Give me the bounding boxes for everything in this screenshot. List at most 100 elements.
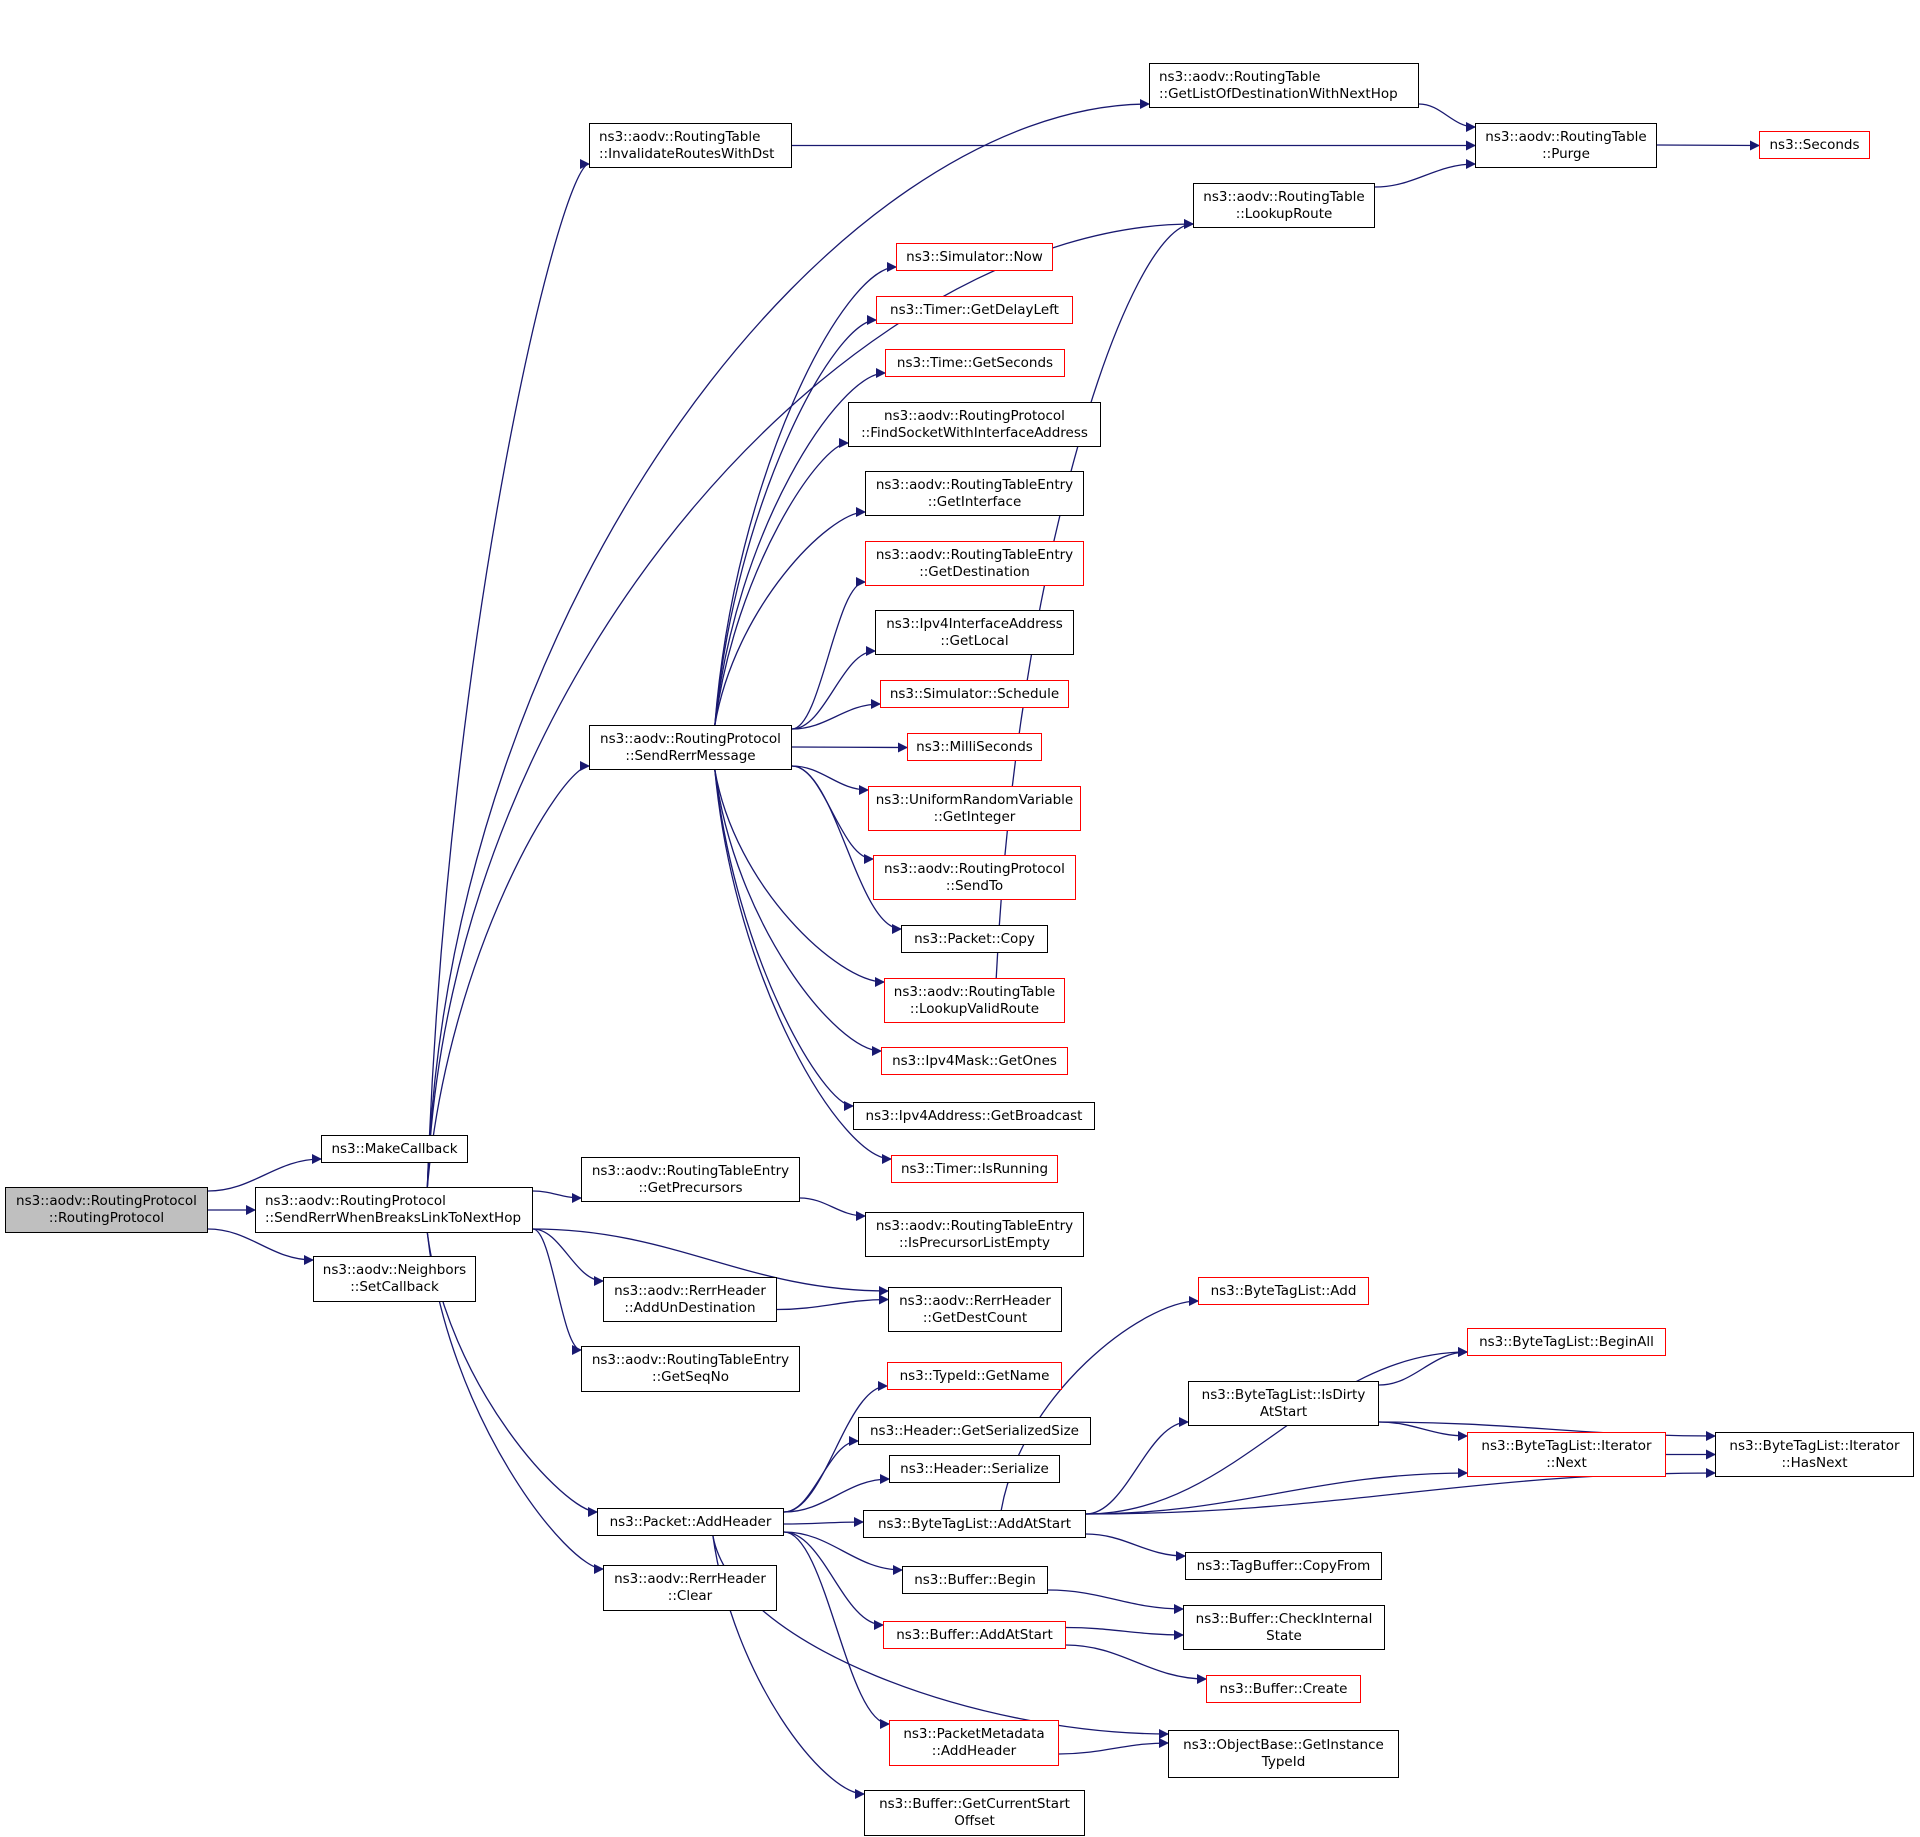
edge-bufferaddatstart-to-checkinternalstate (1065, 1626, 1184, 1640)
node-label-line: ::HasNext (1781, 1454, 1848, 1471)
node-rerrclear[interactable]: ns3::aodv::RerrHeader::Clear (603, 1565, 777, 1611)
edge-sendrerrwhenbreaks-to-getseqno (532, 1228, 582, 1355)
node-label-line: ::GetInteger (933, 808, 1016, 825)
node-label-line: ::LookupValidRoute (909, 1000, 1040, 1017)
node-seconds[interactable]: ns3::Seconds (1759, 131, 1870, 159)
node-label-line: ::GetListOfDestinationWithNextHop (1159, 85, 1398, 102)
node-label-line: ::SendTo (945, 877, 1004, 894)
edge-sendrerrwhenbreaks-to-getlistofdest (426, 99, 1150, 1188)
edge-packetaddheader-to-bufferaddatstart (783, 1531, 884, 1630)
node-getinteger[interactable]: ns3::UniformRandomVariable::GetInteger (868, 786, 1081, 831)
node-pmaddheader[interactable]: ns3::PacketMetadata::AddHeader (889, 1720, 1059, 1766)
node-tagbuffercopyfrom[interactable]: ns3::TagBuffer::CopyFrom (1185, 1552, 1382, 1580)
node-typeidgetname[interactable]: ns3::TypeId::GetName (887, 1362, 1062, 1390)
node-invalidateroutes[interactable]: ns3::aodv::RoutingTable::InvalidateRoute… (589, 123, 792, 168)
node-label-line: ns3::Buffer::AddAtStart (896, 1626, 1053, 1643)
node-getinterface[interactable]: ns3::aodv::RoutingTableEntry::GetInterfa… (865, 471, 1084, 516)
node-label-line: ::RoutingProtocol (48, 1210, 165, 1226)
node-label-line: ns3::Simulator::Now (906, 248, 1043, 265)
node-label-line: ns3::aodv::RerrHeader (614, 1282, 766, 1299)
node-sendrerrmessage[interactable]: ns3::aodv::RoutingProtocol::SendRerrMess… (589, 725, 792, 770)
node-label-line: ns3::TypeId::GetName (899, 1367, 1050, 1384)
node-label-line: ns3::Timer::IsRunning (900, 1160, 1049, 1177)
node-getdestcount[interactable]: ns3::aodv::RerrHeader::GetDestCount (888, 1287, 1062, 1332)
node-getseqno[interactable]: ns3::aodv::RoutingTableEntry::GetSeqNo (581, 1346, 800, 1392)
node-label-line: ns3::aodv::RoutingTable (599, 128, 761, 145)
node-purge[interactable]: ns3::aodv::RoutingTable::Purge (1475, 123, 1657, 168)
node-setcallback[interactable]: ns3::aodv::Neighbors::SetCallback (313, 1256, 476, 1302)
node-simnow[interactable]: ns3::Simulator::Now (896, 243, 1053, 271)
node-isprecursorlistempty[interactable]: ns3::aodv::RoutingTableEntry::IsPrecurso… (865, 1212, 1084, 1257)
node-getones[interactable]: ns3::Ipv4Mask::GetOnes (881, 1047, 1068, 1075)
node-addundestination[interactable]: ns3::aodv::RerrHeader::AddUnDestination (603, 1277, 777, 1322)
node-lookuproute[interactable]: ns3::aodv::RoutingTable::LookupRoute (1193, 183, 1375, 228)
node-label-line: ns3::MakeCallback (331, 1140, 458, 1157)
node-iternext[interactable]: ns3::ByteTagList::Iterator::Next (1467, 1432, 1666, 1477)
edge-root-to-setcallback (207, 1228, 314, 1265)
node-label-line: ns3::ByteTagList::AddAtStart (877, 1515, 1072, 1532)
node-label-line: ::GetInterface (927, 493, 1022, 510)
node-label-line: State (1266, 1627, 1302, 1644)
edge-getprecursors-to-isprecursorlistempty (799, 1197, 866, 1221)
node-label-line: ns3::Seconds (1769, 136, 1860, 153)
node-getlocal[interactable]: ns3::Ipv4InterfaceAddress::GetLocal (875, 610, 1074, 655)
node-sendrerrwhenbreaks[interactable]: ns3::aodv::RoutingProtocol::SendRerrWhen… (255, 1187, 533, 1233)
node-btlbeginall[interactable]: ns3::ByteTagList::BeginAll (1467, 1328, 1666, 1356)
node-label-line: ns3::aodv::RoutingTable (1485, 128, 1647, 145)
node-label-line: ::Purge (1542, 145, 1590, 162)
node-label-line: ::GetDestination (919, 563, 1030, 580)
edge-sendrerrmessage-to-packetcopy (791, 765, 902, 934)
node-label-line: ::GetLocal (940, 632, 1009, 649)
node-buffercreate[interactable]: ns3::Buffer::Create (1206, 1675, 1361, 1703)
node-label-line: AtStart (1259, 1403, 1308, 1420)
node-label-line: ns3::aodv::RoutingTable (893, 983, 1056, 1000)
node-getseconds[interactable]: ns3::Time::GetSeconds (885, 349, 1065, 377)
node-getbroadcast[interactable]: ns3::Ipv4Address::GetBroadcast (853, 1102, 1095, 1130)
node-getdestination[interactable]: ns3::aodv::RoutingTableEntry::GetDestina… (865, 541, 1084, 586)
node-label-line: ns3::Buffer::GetCurrentStart (879, 1796, 1070, 1812)
node-label-line: ns3::TagBuffer::CopyFrom (1196, 1557, 1371, 1574)
node-findsocket[interactable]: ns3::aodv::RoutingProtocol::FindSocketWi… (848, 402, 1101, 447)
node-milliseconds[interactable]: ns3::MilliSeconds (907, 733, 1042, 761)
edge-btladdatstart-to-btlbeginall (1085, 1347, 1468, 1515)
node-label-line: ns3::aodv::RoutingTableEntry (875, 476, 1074, 493)
node-bufferbegin[interactable]: ns3::Buffer::Begin (902, 1566, 1048, 1594)
edge-sendrerrmessage-to-getdestination (791, 577, 866, 730)
node-bufferaddatstart[interactable]: ns3::Buffer::AddAtStart (883, 1621, 1066, 1649)
node-label-line: ns3::Header::Serialize (900, 1460, 1049, 1477)
node-iterhasnext[interactable]: ns3::ByteTagList::Iterator::HasNext (1715, 1432, 1914, 1477)
node-label-line: ::GetPrecursors (638, 1179, 743, 1196)
node-lookupvalidroute[interactable]: ns3::aodv::RoutingTable::LookupValidRout… (884, 978, 1065, 1023)
node-label-line: ns3::aodv::RoutingProtocol (16, 1193, 197, 1209)
node-packetaddheader[interactable]: ns3::Packet::AddHeader (597, 1508, 784, 1536)
node-schedule[interactable]: ns3::Simulator::Schedule (880, 680, 1069, 708)
edge-sendrerrwhenbreaks-to-getdestcount (532, 1228, 889, 1296)
node-label-line: ::IsPrecursorListEmpty (898, 1234, 1051, 1251)
node-getserializedsize[interactable]: ns3::Header::GetSerializedSize (858, 1417, 1091, 1445)
node-label-line: ::FindSocketWithInterfaceAddress (861, 424, 1088, 441)
node-makecallback[interactable]: ns3::MakeCallback (321, 1135, 468, 1163)
node-getlistofdest[interactable]: ns3::aodv::RoutingTable::GetListOfDestin… (1149, 63, 1419, 108)
edge-packetaddheader-to-bufferbegin (783, 1531, 903, 1575)
node-label-line: ns3::Header::GetSerializedSize (870, 1422, 1079, 1439)
node-packetcopy[interactable]: ns3::Packet::Copy (901, 925, 1048, 953)
node-isrunning[interactable]: ns3::Timer::IsRunning (891, 1155, 1058, 1183)
edge-addundestination-to-getdestcount (776, 1294, 889, 1311)
edge-sendrerrmessage-to-schedule (791, 699, 881, 730)
edge-sendrerrmessage-to-getbroadcast (714, 769, 854, 1111)
node-btladdatstart[interactable]: ns3::ByteTagList::AddAtStart (863, 1510, 1086, 1538)
node-label-line: ns3::UniformRandomVariable (875, 791, 1074, 808)
node-btladd[interactable]: ns3::ByteTagList::Add (1198, 1277, 1369, 1305)
node-label-line: ns3::aodv::RerrHeader (899, 1292, 1051, 1309)
node-headerserialize[interactable]: ns3::Header::Serialize (889, 1455, 1060, 1483)
node-label-line: ns3::aodv::RoutingProtocol (265, 1193, 446, 1209)
node-getdelayleft[interactable]: ns3::Timer::GetDelayLeft (876, 296, 1073, 324)
node-sendto[interactable]: ns3::aodv::RoutingProtocol::SendTo (873, 855, 1076, 900)
node-label-line: ns3::aodv::RoutingTableEntry (875, 1217, 1074, 1234)
node-getprecursors[interactable]: ns3::aodv::RoutingTableEntry::GetPrecurs… (581, 1157, 800, 1202)
